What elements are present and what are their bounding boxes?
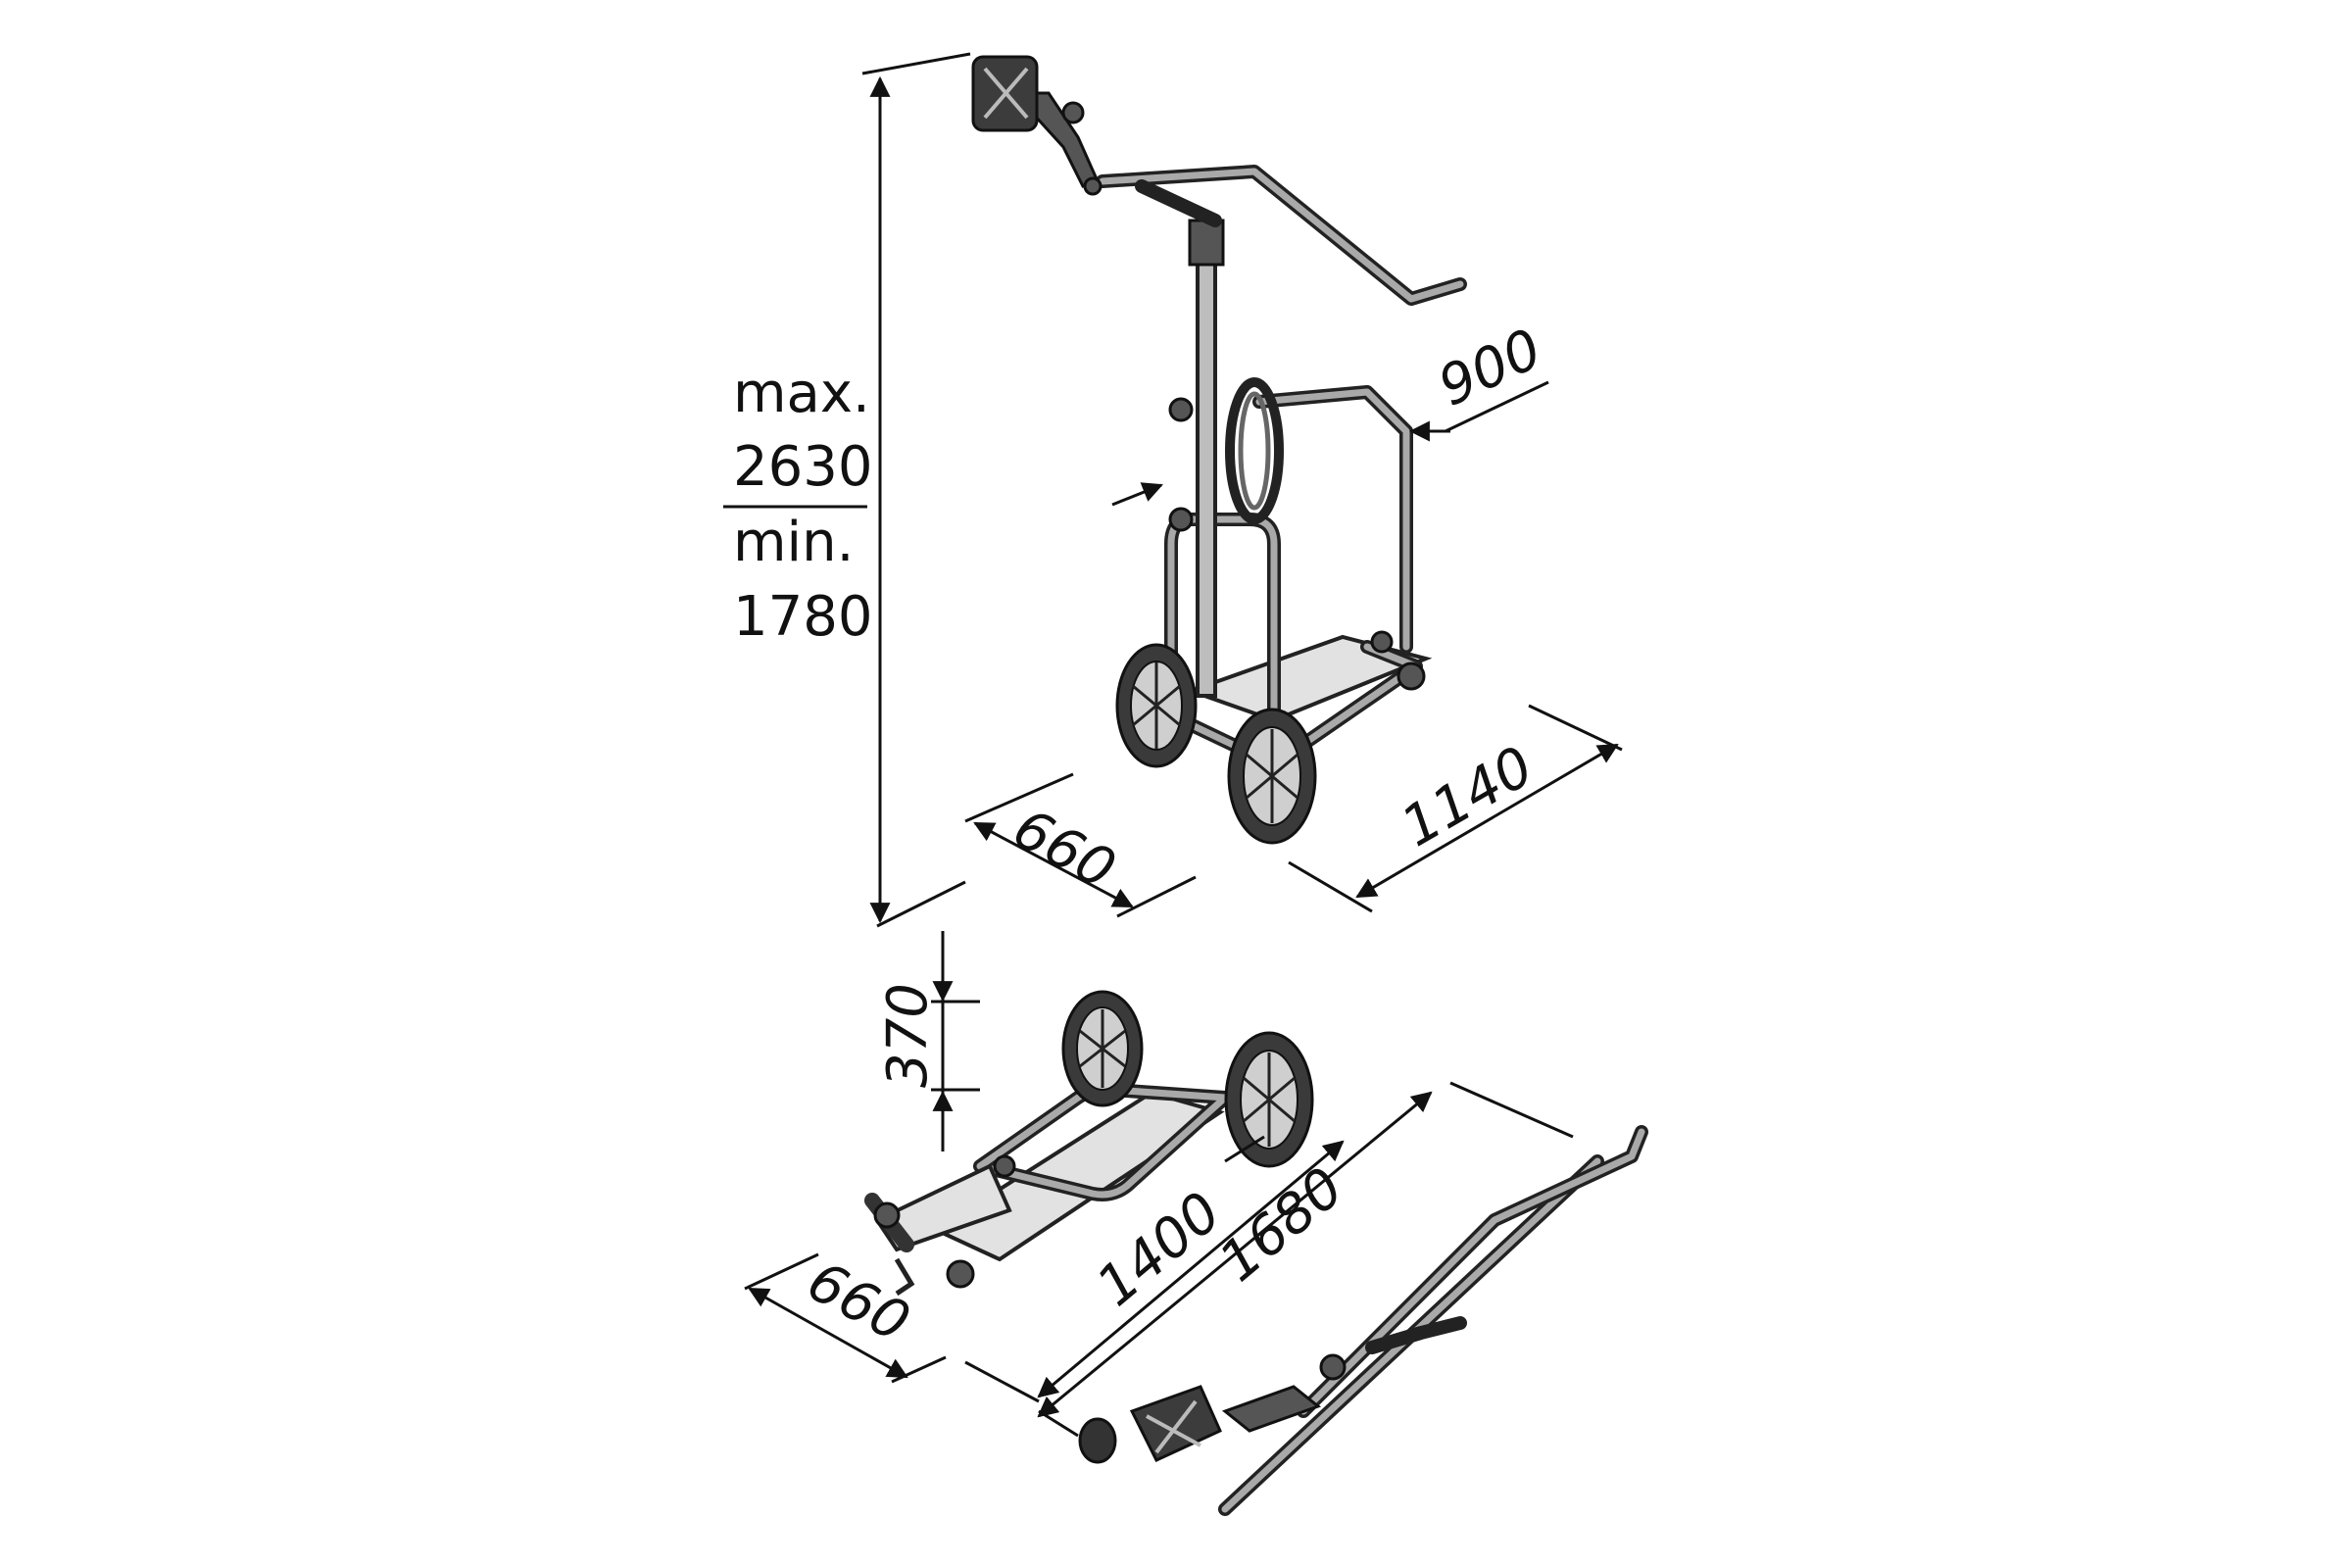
assembled-length-label: 1140 [1392,735,1544,860]
clamp-knob [993,1154,1016,1178]
height-min-value: 1780 [733,585,873,649]
folded-height-label: 370 [876,983,940,1088]
assembled-width-label: 660 [1003,797,1125,903]
cart-wheel-left [1115,643,1198,768]
mast-length-line [1037,1091,1433,1418]
handle-width-label: 900 [1429,318,1550,419]
machine-head [971,55,1102,196]
clamp-knob [1168,397,1194,422]
clamp-knob [1319,1353,1347,1381]
cable-coil [1225,377,1284,524]
mast-length-label: 1680 [1207,1155,1355,1294]
height-max-value: 2630 [733,435,873,499]
width-dimension-line [973,821,1134,908]
detached-mast [1078,1125,1648,1516]
height-min-prefix: min. [733,511,854,574]
clamp-knob [1168,507,1194,532]
clamp-knob [873,1201,901,1229]
length-dimension-line [1355,743,1619,899]
caster-wheel [1396,662,1426,691]
cart-mast [1196,253,1217,698]
cart-wheel-front [1227,708,1317,845]
caster-wheel [1370,630,1394,654]
cart-base-plate [1185,634,1433,723]
caster-wheel [946,1259,975,1289]
dimension-lines [723,52,1623,1438]
height-max-prefix: max. [733,362,870,425]
folded-wheel-front [1224,1031,1314,1168]
assembled-cart [971,55,1467,845]
folded-width-line [748,1287,908,1379]
folded-wheel-rear [1061,990,1144,1107]
